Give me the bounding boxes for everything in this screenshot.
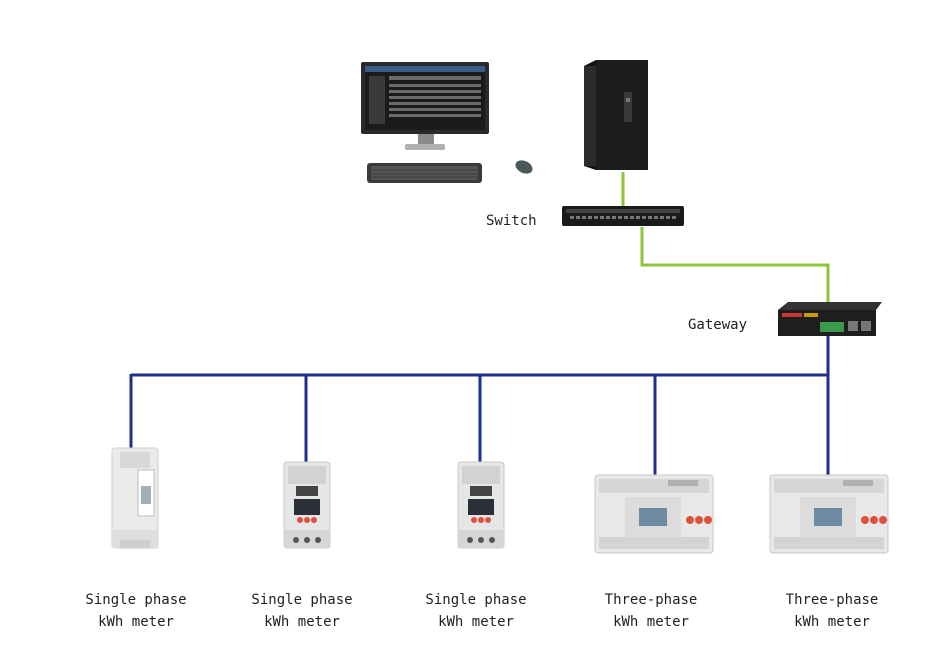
network-switch-device	[562, 206, 684, 226]
meter-1-label-line2: kWh meter	[98, 614, 174, 630]
meter-2-device	[283, 461, 331, 549]
ethernet-links	[621, 172, 830, 305]
mouse-device	[515, 160, 533, 174]
gateway-label: Gateway	[688, 317, 748, 333]
meter-3-label-line2: kWh meter	[438, 614, 514, 630]
gateway-device	[778, 302, 882, 336]
meter-2-label-line2: kWh meter	[264, 614, 340, 630]
switch-label: Switch	[486, 213, 537, 229]
switch-to-gateway-link	[640, 227, 830, 305]
bus-trunk-line	[131, 335, 830, 377]
meter-4-label: Three-phase kWh meter	[576, 589, 726, 633]
meter-3-device	[457, 461, 505, 549]
meter-5-label-line1: Three-phase	[785, 592, 879, 608]
meter-1-label-line1: Single phase	[85, 592, 187, 608]
bus-links	[129, 335, 830, 475]
meter-4-label-line2: kWh meter	[613, 614, 689, 630]
meter-2-label: Single phase kWh meter	[227, 589, 377, 633]
meter-5-label: Three-phase kWh meter	[757, 589, 907, 633]
meter-5-label-line2: kWh meter	[794, 614, 870, 630]
keyboard-device	[367, 163, 482, 183]
meter-3-label: Single phase kWh meter	[401, 589, 551, 633]
meter-1-device	[111, 447, 159, 549]
server-tower-device	[584, 60, 648, 170]
meter-1-label: Single phase kWh meter	[61, 589, 211, 633]
monitor-device	[361, 62, 489, 150]
meter-2-label-line1: Single phase	[251, 592, 353, 608]
meter-3-label-line1: Single phase	[425, 592, 527, 608]
meter-4-label-line1: Three-phase	[604, 592, 698, 608]
meter-5-device	[769, 474, 889, 554]
meter-4-device	[594, 474, 714, 554]
